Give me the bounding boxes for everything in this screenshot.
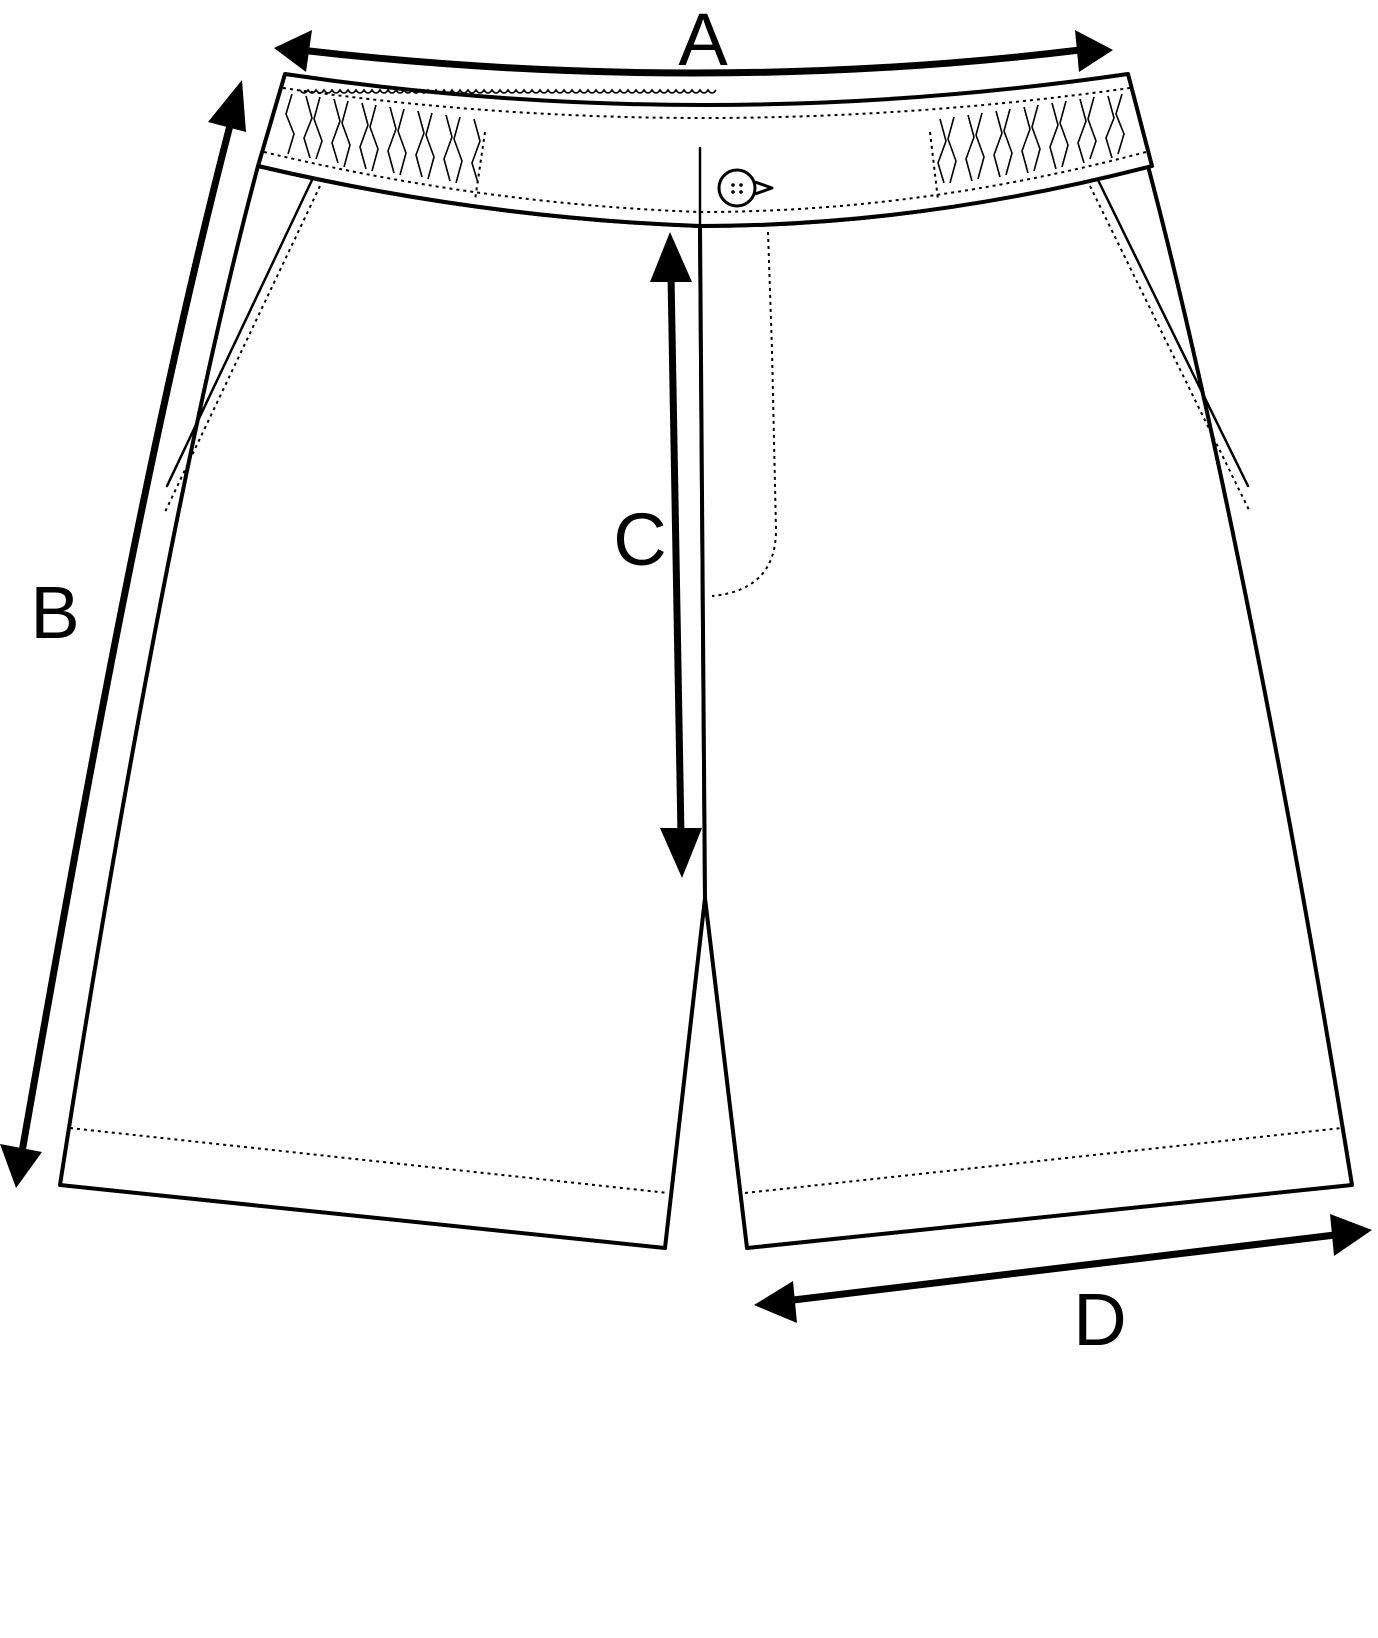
waistband [256, 72, 1154, 228]
left-leg-outline [58, 164, 707, 1250]
fly-stitch [711, 231, 778, 597]
label-b: B [30, 571, 79, 654]
waistband-crinkle-top [299, 88, 717, 94]
side-pockets [164, 178, 1251, 513]
shorts-body [58, 164, 1354, 1250]
left-hem-stitch [69, 1127, 669, 1194]
waistband-outline [256, 72, 1154, 228]
waistband-stitch-top [282, 87, 1131, 119]
right-hem-stitch [744, 1127, 1343, 1194]
label-c: C [613, 498, 666, 581]
left-pocket-opening [165, 178, 314, 488]
right-pocket-opening [1096, 178, 1250, 488]
label-a: A [678, 0, 728, 81]
dimension-c: C [613, 232, 702, 878]
waistband-stitch-bottom [263, 151, 1147, 214]
dimension-d: D [754, 1214, 1372, 1361]
label-d: D [1073, 1278, 1126, 1361]
button-icon [717, 168, 774, 208]
dimension-a: A [274, 0, 1113, 81]
right-pocket-stitch [1089, 185, 1251, 513]
waistband-shirring-left [285, 93, 481, 184]
right-leg-outline [698, 164, 1354, 1250]
waistband-front-panel-right [929, 131, 939, 201]
waistband-front-panel-left [474, 131, 486, 201]
dimension-b: B [0, 80, 246, 1188]
waistband-shirring-right [937, 93, 1125, 184]
